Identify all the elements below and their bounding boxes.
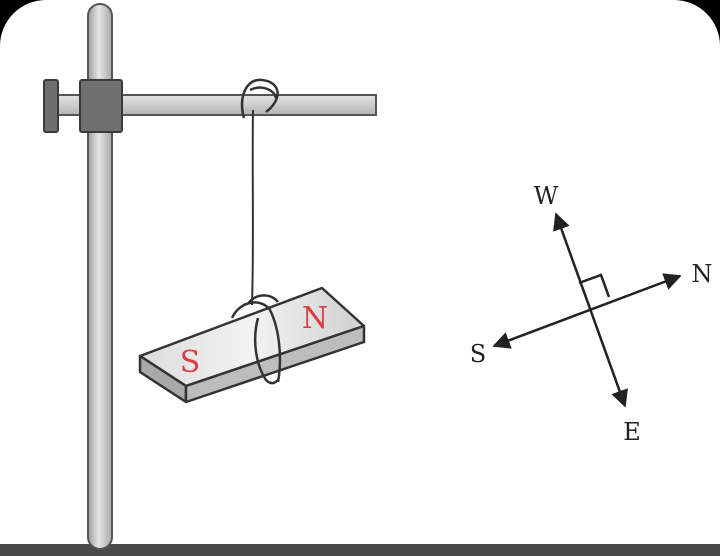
bar-magnet bbox=[138, 286, 366, 404]
thread-loop-top bbox=[240, 78, 279, 119]
magnet-south-label: S bbox=[180, 345, 201, 380]
retort-stand-rod bbox=[87, 3, 113, 550]
hanging-thread bbox=[251, 109, 254, 306]
compass-east-label: E bbox=[623, 418, 641, 446]
ground-bar bbox=[0, 544, 720, 556]
thread-loop-magnet bbox=[230, 294, 282, 385]
compass-south-north-arrow bbox=[492, 273, 682, 349]
compass-axes bbox=[492, 212, 682, 408]
clamp-screw-knob bbox=[43, 79, 59, 133]
compass-west-label: W bbox=[534, 182, 559, 210]
clamp-block bbox=[79, 79, 123, 133]
compass-south-label: S bbox=[470, 340, 486, 368]
right-angle-marker bbox=[578, 273, 611, 298]
magnet-north-label: N bbox=[302, 301, 328, 336]
compass-west-east-arrow bbox=[553, 212, 628, 408]
compass-north-label: N bbox=[692, 260, 713, 288]
